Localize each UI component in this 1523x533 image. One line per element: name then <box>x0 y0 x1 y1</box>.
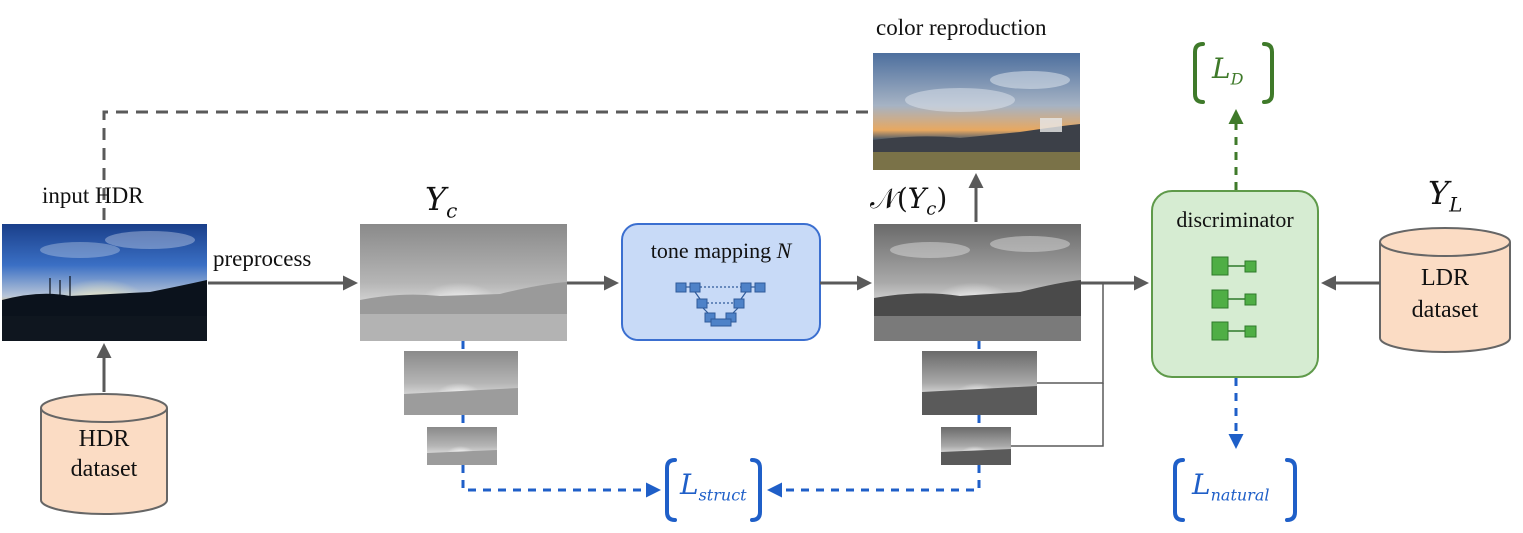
pyramid-to-discriminator-lines <box>1011 283 1104 447</box>
yc-grayscale-image <box>360 224 567 341</box>
hdr-dataset-line2: dataset <box>70 456 138 482</box>
tone-mapping-symbol: N <box>776 238 792 263</box>
lstruct-bracket-right <box>750 458 762 522</box>
ldr-dataset-label: LDR dataset <box>1380 262 1510 326</box>
hdr-dataset-line1: HDR <box>78 426 130 452</box>
tone-mapping-text: tone mapping <box>650 238 772 263</box>
nyc-symbol: 𝒩(Yc) <box>870 182 947 220</box>
ld-symbol: LD <box>1212 52 1243 89</box>
ld-bracket-right <box>1262 42 1274 104</box>
preprocess-label: preprocess <box>213 246 312 271</box>
nyc-prefix: 𝒩( <box>870 182 908 215</box>
yc-symbol: Yc <box>425 180 457 222</box>
discriminator-label: discriminator <box>1176 207 1294 232</box>
lstruct-sub: struct <box>698 485 747 505</box>
lnatural-symbol: Lnatural <box>1192 468 1269 505</box>
yc-main: Y <box>425 180 447 218</box>
ld-main: L <box>1212 52 1231 85</box>
yl-main: Y <box>1428 174 1450 212</box>
discriminator-box <box>1151 190 1319 378</box>
ldr-dataset-cylinder <box>1379 227 1511 353</box>
yc-pyramid-level-2 <box>404 351 518 415</box>
tone-mapped-pyramid-level-2 <box>922 351 1037 415</box>
lnatural-bracket-right <box>1285 458 1297 522</box>
ldr-dataset-line2: dataset <box>1411 297 1479 323</box>
hdr-dataset-cylinder <box>40 393 168 515</box>
arrow-nyc-to-lstruct <box>767 465 981 498</box>
lstruct-bracket-left <box>665 458 677 522</box>
unet-network-icon <box>675 282 766 327</box>
nyc-suffix: ) <box>936 182 948 215</box>
dashed-color-path <box>102 110 873 220</box>
yl-sub: L <box>1449 192 1463 217</box>
input-hdr-label: input HDR <box>42 183 144 208</box>
color-reproduction-image <box>873 53 1080 170</box>
tone-mapped-pyramid-level-3 <box>941 427 1011 465</box>
tone-mapping-label: tone mapping N <box>622 238 820 264</box>
ld-bracket-left <box>1193 42 1205 104</box>
ldr-dataset-line1: LDR <box>1421 265 1469 291</box>
arrow-yc-to-lstruct <box>461 465 661 498</box>
hdr-dataset-label: HDR dataset <box>41 424 167 484</box>
lstruct-main: L <box>680 468 699 501</box>
ld-sub: D <box>1230 69 1244 89</box>
input-hdr-image <box>2 224 207 341</box>
yl-symbol: YL <box>1428 174 1462 216</box>
color-reproduction-label: color reproduction <box>876 15 1047 40</box>
discriminator-network-icon <box>1211 256 1257 341</box>
yc-pyramid-level-3 <box>427 427 497 465</box>
nyc-sub: c <box>926 198 937 220</box>
lnatural-bracket-left <box>1173 458 1185 522</box>
nyc-var: Y <box>907 182 927 215</box>
yc-sub: c <box>446 198 458 223</box>
tone-mapped-image <box>874 224 1081 341</box>
lnatural-sub: natural <box>1210 485 1270 505</box>
lnatural-main: L <box>1192 468 1211 501</box>
lstruct-symbol: Lstruct <box>680 468 747 505</box>
